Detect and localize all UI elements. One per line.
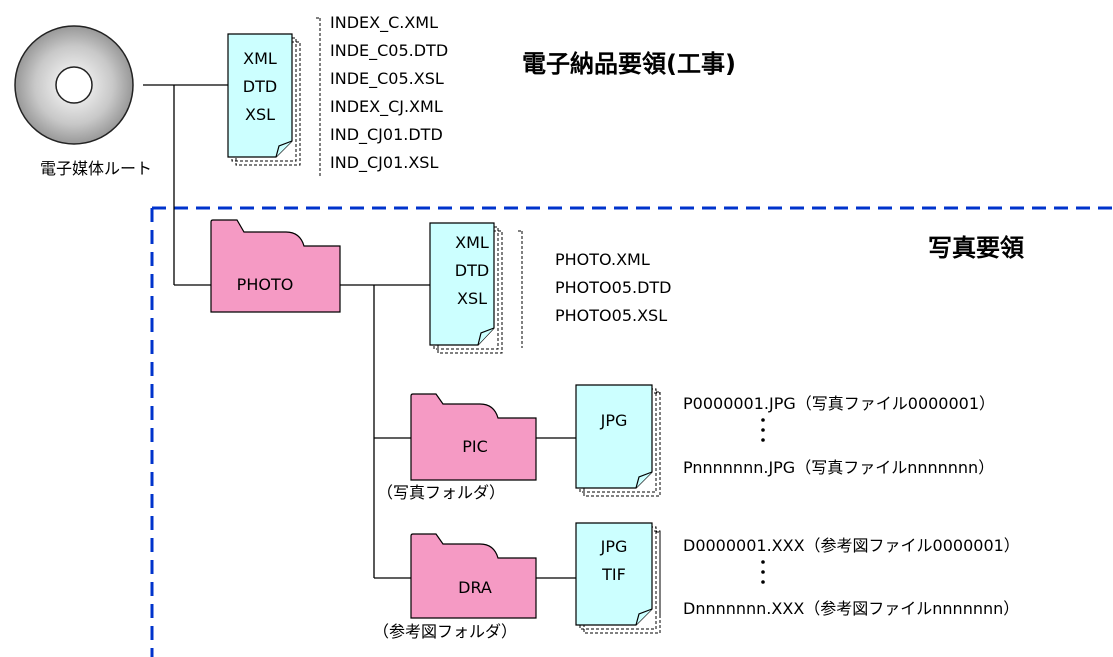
doc-type-label: TIF	[601, 565, 626, 584]
cd-disc-icon	[14, 25, 134, 145]
doc-type-label: XSL	[457, 289, 487, 308]
file-name: PHOTO05.DTD	[555, 278, 672, 297]
photo-file-bracket	[518, 230, 523, 348]
root-document-icon: XML DTD XSL	[227, 33, 301, 166]
dra-document-icon: JPG TIF	[575, 522, 661, 634]
photo-file-list: PHOTO.XML PHOTO05.DTD PHOTO05.XSL	[555, 250, 672, 325]
pic-file-bracket	[656, 391, 661, 478]
file-name: PHOTO.XML	[555, 250, 650, 269]
pic-last-file: Pnnnnnnn.JPG（写真ファイルnnnnnnn）	[683, 458, 994, 477]
dra-file-bracket	[656, 531, 661, 616]
doc-type-label: JPG	[600, 411, 628, 430]
file-name: INDE_C05.DTD	[330, 41, 448, 61]
vertical-ellipsis-icon	[761, 418, 765, 442]
file-name: IND_CJ01.DTD	[330, 125, 443, 145]
dra-last-file: Dnnnnnnn.XXX（参考図ファイルnnnnnnn）	[683, 599, 1019, 618]
file-name: IND_CJ01.XSL	[330, 153, 438, 173]
file-name: INDE_C05.XSL	[330, 69, 444, 89]
pic-folder-caption: （写真フォルダ）	[377, 483, 505, 502]
file-name: INDEX_CJ.XML	[330, 97, 443, 117]
file-name: PHOTO05.XSL	[555, 306, 667, 325]
dra-folder-caption: （参考図フォルダ）	[373, 622, 517, 641]
doc-type-label: XML	[243, 49, 277, 68]
folder-label: PHOTO	[237, 275, 294, 294]
doc-type-label: DTD	[455, 261, 489, 280]
doc-type-label: DTD	[243, 77, 277, 96]
photo-document-icon: XML DTD XSL	[429, 222, 503, 354]
root-file-list: INDEX_C.XML INDE_C05.DTD INDE_C05.XSL IN…	[330, 13, 448, 173]
doc-type-label: XML	[455, 233, 489, 252]
vertical-ellipsis-icon	[761, 560, 765, 584]
photo-folder-icon: PHOTO	[210, 219, 341, 313]
pic-folder-icon: PIC	[410, 393, 537, 481]
pic-document-icon: JPG	[575, 384, 661, 497]
file-name: INDEX_C.XML	[330, 13, 438, 33]
pic-first-file: P0000001.JPG（写真ファイル0000001）	[683, 394, 995, 413]
dra-first-file: D0000001.XXX（参考図ファイル0000001）	[683, 536, 1020, 555]
doc-type-label: XSL	[245, 105, 275, 124]
photo-section-border	[150, 206, 1113, 657]
dra-folder-icon: DRA	[410, 533, 537, 619]
main-title: 電子納品要領(工事)	[522, 50, 736, 78]
photo-section-title: 写真要領	[928, 234, 1025, 262]
folder-label: DRA	[458, 578, 492, 597]
folder-label: PIC	[462, 437, 488, 456]
tree-connectors	[143, 84, 576, 579]
root-file-bracket	[316, 17, 321, 178]
doc-type-label: JPG	[600, 537, 628, 556]
root-label: 電子媒体ルート	[40, 159, 152, 178]
